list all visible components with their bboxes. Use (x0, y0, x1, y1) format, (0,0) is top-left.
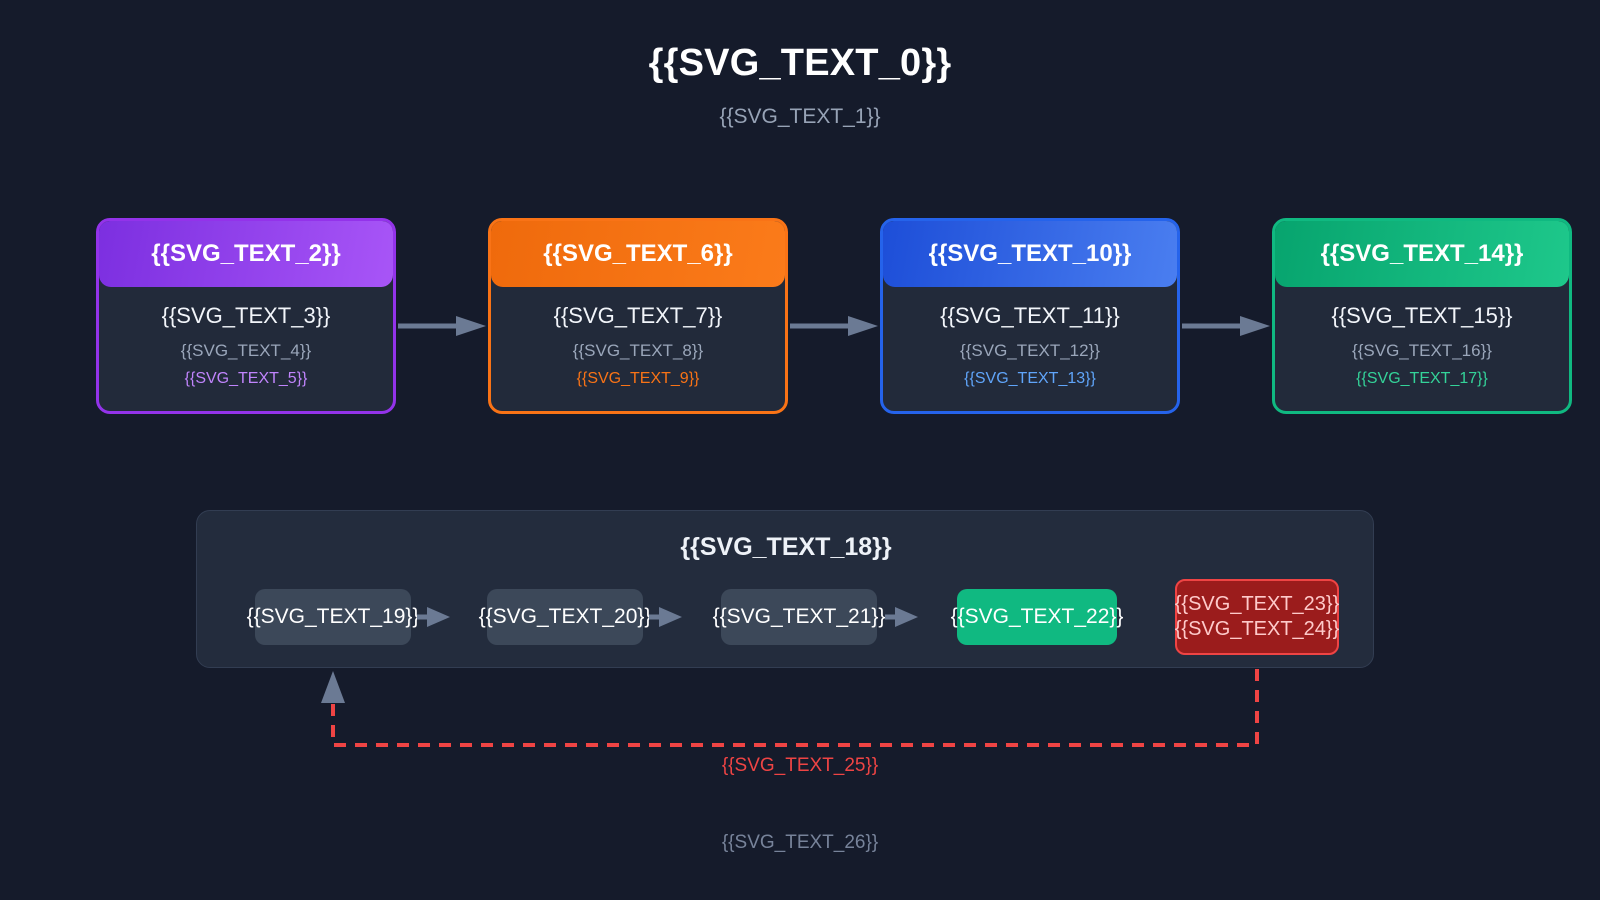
stage-card-1-header: {{SVG_TEXT_2}} (99, 221, 393, 287)
page-title: {{SVG_TEXT_0}} (648, 42, 952, 84)
stage-card-2-body: {{SVG_TEXT_7}} {{SVG_TEXT_8}} {{SVG_TEXT… (491, 287, 785, 411)
stage-card-2-line1: {{SVG_TEXT_7}} (553, 303, 723, 328)
stage-connector-arrow-2 (790, 314, 880, 338)
page-subtitle: {{SVG_TEXT_1}} (719, 105, 881, 128)
stage-card-2-line3: {{SVG_TEXT_9}} (576, 369, 700, 387)
pipeline-error-line1: {{SVG_TEXT_23}} (1174, 593, 1340, 615)
pipeline-step-3[interactable]: {{SVG_TEXT_21}} (713, 589, 885, 645)
stage-card-1-body: {{SVG_TEXT_3}} {{SVG_TEXT_4}} {{SVG_TEXT… (99, 287, 393, 411)
pipeline-arrow-3 (885, 605, 919, 629)
stage-card-4-line1: {{SVG_TEXT_15}} (1331, 303, 1513, 328)
stage-card-4-body: {{SVG_TEXT_15}} {{SVG_TEXT_16}} {{SVG_TE… (1275, 287, 1569, 411)
stage-card-1[interactable]: {{SVG_TEXT_2}} {{SVG_TEXT_3}} {{SVG_TEXT… (96, 218, 396, 414)
stage-card-2-line2: {{SVG_TEXT_8}} (572, 341, 704, 361)
stage-card-3[interactable]: {{SVG_TEXT_10}} {{SVG_TEXT_11}} {{SVG_TE… (880, 218, 1180, 414)
pipeline-step-2[interactable]: {{SVG_TEXT_20}} (479, 589, 651, 645)
stage-card-4-line3: {{SVG_TEXT_17}} (1356, 369, 1488, 387)
stage-card-4-header: {{SVG_TEXT_14}} (1275, 221, 1569, 287)
stage-card-2[interactable]: {{SVG_TEXT_6}} {{SVG_TEXT_7}} {{SVG_TEXT… (488, 218, 788, 414)
page-footer: {{SVG_TEXT_26}} (721, 832, 879, 853)
pipeline-step-1[interactable]: {{SVG_TEXT_19}} (247, 589, 419, 645)
stage-card-row: {{SVG_TEXT_2}} {{SVG_TEXT_3}} {{SVG_TEXT… (96, 218, 1572, 414)
pipeline-arrow-2 (649, 605, 683, 629)
stage-card-3-body: {{SVG_TEXT_11}} {{SVG_TEXT_12}} {{SVG_TE… (883, 287, 1177, 411)
pipeline-error-box[interactable]: {{SVG_TEXT_23}} {{SVG_TEXT_24}} (1175, 579, 1339, 655)
stage-card-4[interactable]: {{SVG_TEXT_14}} {{SVG_TEXT_15}} {{SVG_TE… (1272, 218, 1572, 414)
stage-card-2-header: {{SVG_TEXT_6}} (491, 221, 785, 287)
stage-card-4-line2: {{SVG_TEXT_16}} (1352, 341, 1492, 361)
pipeline-title: {{SVG_TEXT_18}} (680, 533, 892, 561)
stage-card-3-line2: {{SVG_TEXT_12}} (960, 341, 1100, 361)
stage-card-1-line2: {{SVG_TEXT_4}} (180, 341, 312, 361)
stage-connector-arrow-3 (1182, 314, 1272, 338)
pipeline-step-4[interactable]: {{SVG_TEXT_22}} (951, 589, 1123, 645)
stage-card-3-header: {{SVG_TEXT_10}} (883, 221, 1177, 287)
feedback-loop-label: {{SVG_TEXT_25}} (721, 755, 879, 776)
stage-card-3-line3: {{SVG_TEXT_13}} (964, 369, 1096, 387)
stage-connector-arrow-1 (398, 314, 488, 338)
pipeline-error-line2: {{SVG_TEXT_24}} (1174, 618, 1340, 640)
stage-card-1-line1: {{SVG_TEXT_3}} (161, 303, 331, 328)
pipeline-panel: {{SVG_TEXT_18}} {{SVG_TEXT_19}} {{SVG_TE… (196, 510, 1374, 668)
stage-card-1-line3: {{SVG_TEXT_5}} (184, 369, 308, 387)
feedback-loop-arrow (0, 655, 1600, 785)
stage-card-3-line1: {{SVG_TEXT_11}} (940, 303, 1120, 328)
pipeline-steps: {{SVG_TEXT_19}} {{SVG_TEXT_20}} {{SVG_TE… (197, 579, 1375, 655)
pipeline-arrow-1 (417, 605, 451, 629)
